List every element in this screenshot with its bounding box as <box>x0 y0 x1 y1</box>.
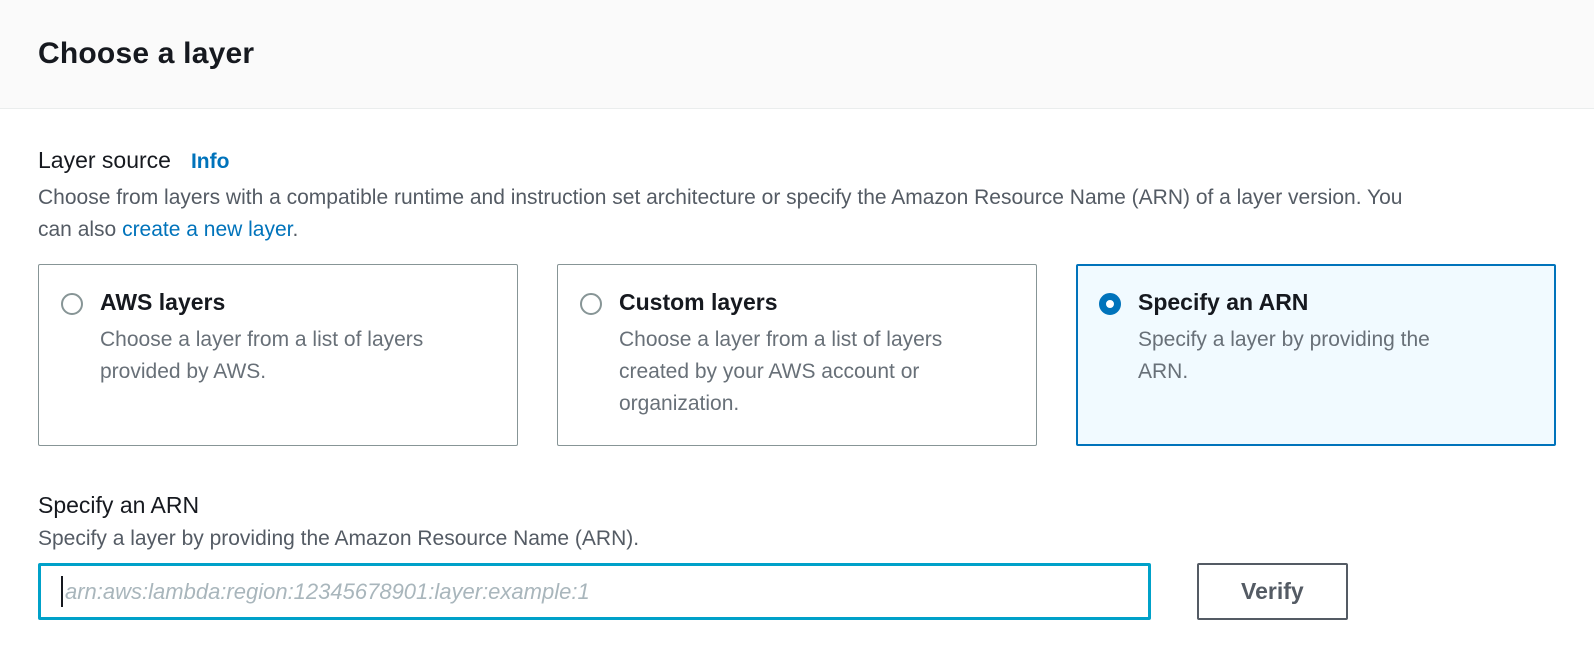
layer-source-header: Layer source Info <box>38 147 1556 174</box>
specify-arn-description: Specify a layer by providing the Amazon … <box>38 527 640 550</box>
arn-input-wrap <box>38 563 1151 620</box>
option-description: Choose a layer from a list of layers pro… <box>100 328 424 383</box>
option-card-aws-layers[interactable]: AWS layers Choose a layer from a list of… <box>38 264 518 446</box>
radio-checked-icon[interactable] <box>1099 293 1121 315</box>
create-new-layer-link[interactable]: create a new layer <box>122 218 293 241</box>
panel-content: Layer source Info Choose from layers wit… <box>0 147 1594 620</box>
radio-unchecked-icon[interactable] <box>580 293 602 315</box>
option-title: Custom layers <box>619 289 778 315</box>
option-text: AWS layers Choose a layer from a list of… <box>100 289 445 388</box>
option-description: Choose a layer from a list of layers cre… <box>619 328 943 415</box>
option-description: Specify a layer by providing the ARN. <box>1138 328 1430 383</box>
specify-arn-section: Specify an ARN Specify a layer by provid… <box>38 492 1556 620</box>
arn-input-row: Verify <box>38 563 1556 620</box>
info-link[interactable]: Info <box>190 150 230 173</box>
arn-input[interactable] <box>38 563 1151 620</box>
option-card-specify-arn[interactable]: Specify an ARN Specify a layer by provid… <box>1076 264 1556 446</box>
radio-unchecked-icon[interactable] <box>61 293 83 315</box>
option-card-custom-layers[interactable]: Custom layers Choose a layer from a list… <box>557 264 1037 446</box>
text-caret <box>61 576 63 607</box>
description-text: Choose from layers with a compatible run… <box>38 186 1403 241</box>
option-text: Specify an ARN Specify a layer by provid… <box>1138 289 1483 388</box>
option-title: AWS layers <box>100 289 226 315</box>
verify-button[interactable]: Verify <box>1197 563 1348 620</box>
layer-source-description: Choose from layers with a compatible run… <box>38 182 1403 246</box>
layer-source-options: AWS layers Choose a layer from a list of… <box>38 264 1556 446</box>
panel-header: Choose a layer <box>0 0 1594 109</box>
option-title: Specify an ARN <box>1138 289 1309 315</box>
layer-source-label: Layer source <box>38 147 171 173</box>
specify-arn-label: Specify an ARN <box>38 492 200 518</box>
page-title: Choose a layer <box>38 37 255 70</box>
description-period: . <box>292 218 299 241</box>
option-text: Custom layers Choose a layer from a list… <box>619 289 964 420</box>
